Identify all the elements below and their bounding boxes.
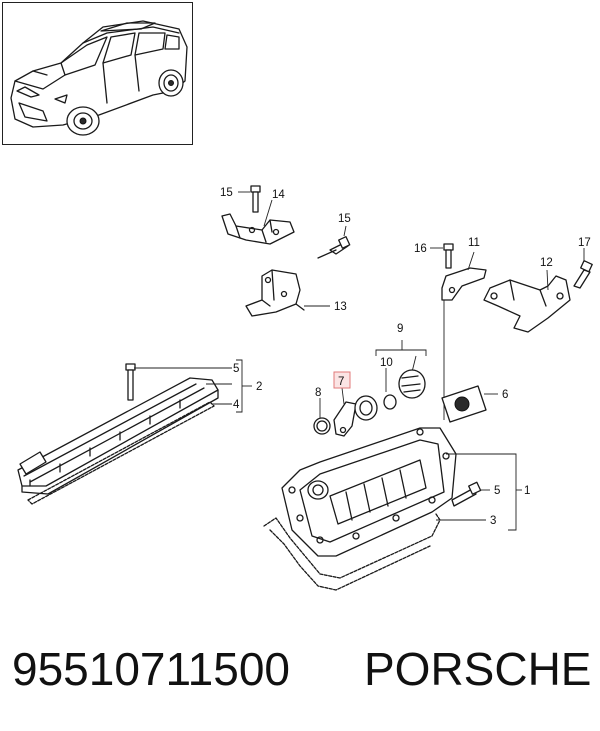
callout-12: 12 <box>540 257 553 269</box>
bracket-13 <box>245 269 305 317</box>
o-ring-8 <box>313 417 331 435</box>
bolt-16 <box>443 243 454 269</box>
seal-10 <box>354 394 397 421</box>
brand-name: PORSCHE <box>364 643 592 695</box>
bolt-15-side <box>317 236 351 259</box>
gasket-3 <box>263 513 441 591</box>
callout-4: 4 <box>233 399 240 411</box>
bolt-5-right <box>451 481 482 507</box>
callout-16: 16 <box>414 243 427 255</box>
callout-5-right: 5 <box>494 485 500 497</box>
callout-2: 2 <box>256 381 262 393</box>
part-number: 95510711500 <box>12 643 290 695</box>
highlight-box-7 <box>333 371 351 389</box>
callout-1: 1 <box>524 485 530 497</box>
callout-3: 3 <box>490 515 496 527</box>
footer: 95510711500 PORSCHE <box>0 630 600 710</box>
callout-13: 13 <box>334 301 347 313</box>
valve-7 <box>333 401 357 437</box>
callout-11: 11 <box>468 237 480 249</box>
vehicle-thumbnail <box>2 2 193 145</box>
bracket-11 <box>441 267 487 301</box>
callout-10: 10 <box>380 357 393 369</box>
sensor-6 <box>441 385 487 423</box>
callout-17: 17 <box>578 237 591 249</box>
bolt-15-top <box>250 185 261 213</box>
bolt-17 <box>573 260 593 289</box>
callout-7: 7 <box>338 376 344 388</box>
callout-15-side: 15 <box>338 213 351 225</box>
callout-6: 6 <box>502 389 508 401</box>
callout-15-top: 15 <box>220 187 233 199</box>
callout-8: 8 <box>315 387 321 399</box>
bracket-14 <box>221 213 295 245</box>
callout-5-left: 5 <box>233 363 239 375</box>
bracket-12 <box>483 275 571 333</box>
callout-14: 14 <box>272 189 285 201</box>
exploded-view: 15 14 15 13 16 11 12 17 9 10 8 7 6 5 2 4… <box>17 185 593 591</box>
cap-9 <box>398 369 426 399</box>
cover-assembly-2 <box>17 363 219 505</box>
callout-9: 9 <box>397 323 403 335</box>
valve-cover-1 <box>281 427 457 557</box>
suv-illustration <box>10 20 188 136</box>
